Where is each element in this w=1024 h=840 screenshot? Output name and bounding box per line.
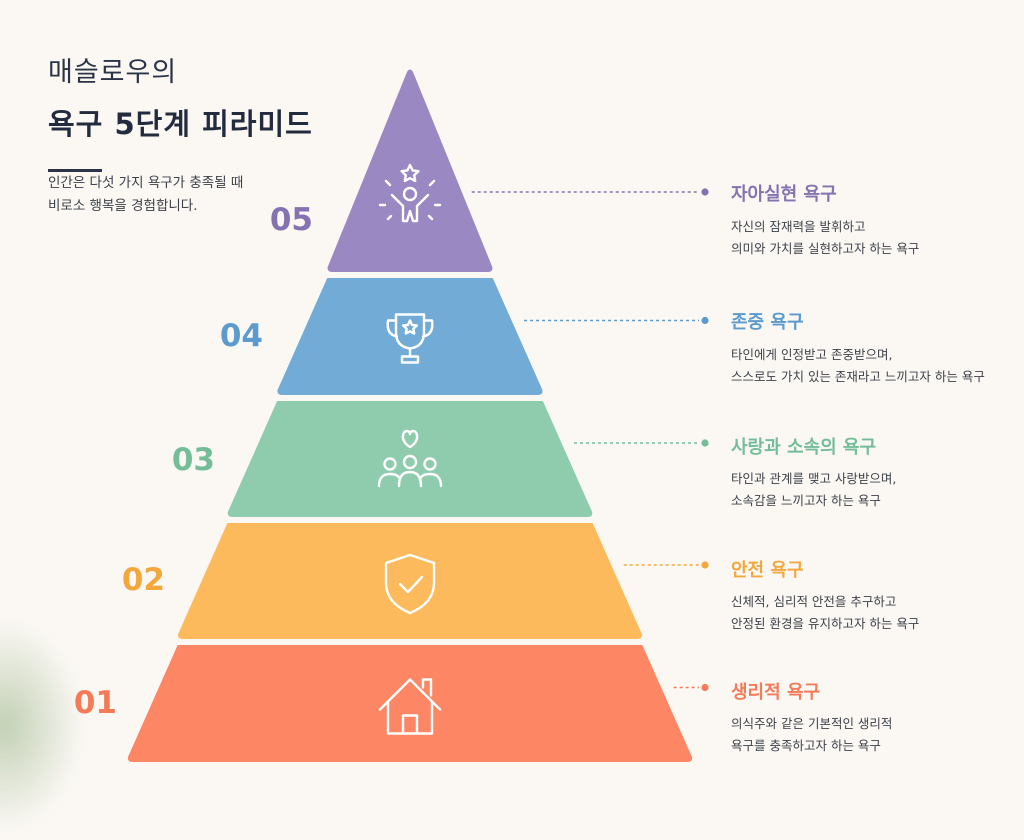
pyramid-level-04	[277, 278, 543, 395]
description-line: 타인과 관계를 맺고 사랑받으며,	[731, 471, 897, 486]
pyramid-level-05	[327, 69, 493, 272]
description-line: 욕구를 충족하고자 하는 욕구	[731, 737, 881, 753]
title-divider	[48, 169, 102, 172]
connector-dot	[701, 316, 709, 325]
level-number-03: 03	[171, 442, 215, 478]
description-line: 소속감을 느끼고자 하는 욕구	[731, 492, 881, 508]
level-title-04: 존중 욕구	[731, 312, 804, 333]
person-star-icon	[378, 163, 442, 223]
level-title-02: 안전 욕구	[731, 560, 804, 581]
page-title-line2: 욕구 5단계 피라미드	[48, 107, 313, 141]
level-title-01: 생리적 욕구	[731, 682, 821, 703]
connector-dot	[701, 439, 709, 447]
connector-dot	[701, 561, 709, 569]
level-number-05: 05	[269, 202, 313, 238]
level-number-01: 01	[73, 685, 117, 721]
level-description-04: 타인에게 인정받고 존중받으며, 스스로도 가치 있는 존재라고 느끼고자 하는 …	[731, 344, 985, 388]
pyramid-level-03	[227, 401, 593, 517]
intro-text: 인간은 다섯 가지 욕구가 충족될 때 비로소 행복을 경험합니다.	[48, 175, 244, 215]
background-leaf-decoration	[0, 610, 90, 840]
description-line: 타인에게 인정받고 존중받으며,	[731, 347, 893, 362]
description-line: 의미와 가치를 실현하고자 하는 욕구	[731, 240, 920, 256]
level-number-02: 02	[121, 562, 165, 598]
pyramid-level-02	[177, 523, 643, 639]
header: 매슬로우의 욕구 5단계 피라미드	[48, 50, 313, 172]
description-line: 스스로도 가치 있는 존재라고 느끼고자 하는 욕구	[731, 368, 985, 384]
description-line: 안정된 환경을 유지하고자 하는 욕구	[731, 615, 920, 631]
connector-dot	[701, 188, 709, 196]
level-description-03: 타인과 관계를 맺고 사랑받으며, 소속감을 느끼고자 하는 욕구	[731, 468, 896, 512]
description-line: 의식주와 같은 기본적인 생리적	[731, 716, 893, 731]
group-heart-icon	[377, 429, 443, 488]
pyramid-diagram	[127, 69, 709, 762]
shield-check-icon	[384, 553, 436, 615]
level-number-04: 04	[219, 318, 263, 354]
level-title-03: 사랑과 소속의 욕구	[731, 437, 877, 458]
connector-dot	[701, 683, 709, 692]
description-line: 자신의 잠재력을 발휘하고	[731, 219, 866, 234]
description-line: 신체적, 심리적 안전을 추구하고	[731, 594, 897, 609]
house-icon	[378, 678, 442, 735]
page-title-line1: 매슬로우의	[48, 57, 178, 88]
pyramid-level-01	[127, 645, 693, 762]
level-title-05: 자아실현 욕구	[731, 184, 837, 205]
trophy-icon	[386, 313, 434, 364]
